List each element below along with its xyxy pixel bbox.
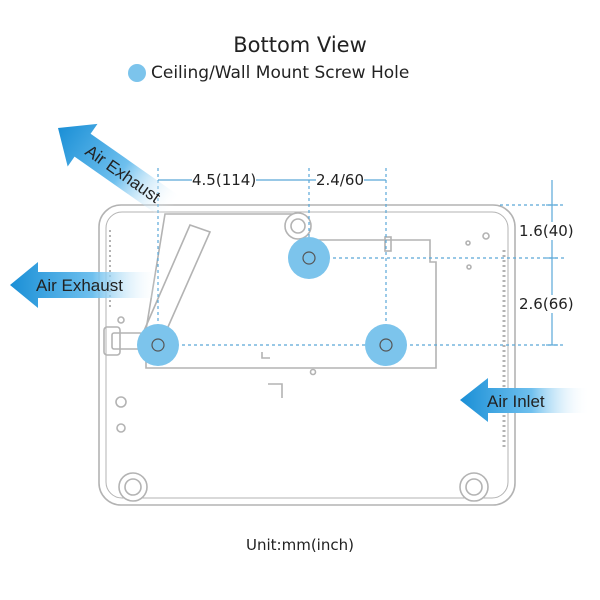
air-exhaust-diagonal-shape <box>58 123 181 220</box>
air-inlet-label: Air Inlet <box>487 392 545 411</box>
legend-label: Ceiling/Wall Mount Screw Hole <box>151 63 410 83</box>
dim-label-horizontal-1: 4.5(114) <box>192 171 257 189</box>
screw-hole-top <box>288 237 330 279</box>
foot-bottom-right-inner <box>465 478 483 496</box>
body-outer-outline <box>98 204 516 506</box>
detail-hole-3 <box>309 368 317 376</box>
air-inlet-arrow: Air Inlet <box>460 378 590 422</box>
unit-label: Unit:mm(inch) <box>246 536 354 554</box>
feet <box>118 212 489 502</box>
screw-hole-left <box>137 324 179 366</box>
detail-hole-1 <box>115 396 127 408</box>
detail-hole-7 <box>117 316 125 324</box>
screw-hole-top-center <box>302 251 316 265</box>
detail-hole-4 <box>482 232 490 240</box>
detail-mark-2 <box>261 352 270 359</box>
connector-block <box>103 326 121 356</box>
screw-hole-legend-icon <box>128 64 146 82</box>
detail-hole-5 <box>465 240 471 246</box>
air-exhaust-left-shape <box>10 262 160 308</box>
screw-hole-right-center <box>379 338 393 352</box>
dim-label-vertical-2: 2.6(66) <box>519 295 574 313</box>
air-exhaust-diagonal-label: Air Exhaust <box>82 141 164 207</box>
screw-holes <box>137 237 407 366</box>
foot-top-inner <box>290 218 306 234</box>
air-exhaust-diagonal-arrow: Air Exhaust <box>58 123 181 220</box>
air-exhaust-left-arrow: Air Exhaust <box>10 262 160 308</box>
page-title: Bottom View <box>233 33 367 57</box>
detail-hole-6 <box>466 264 472 270</box>
detail-hole-2 <box>116 423 126 433</box>
screw-hole-left-center <box>151 338 165 352</box>
dim-label-vertical-1: 1.6(40) <box>519 222 574 240</box>
air-exhaust-left-label: Air Exhaust <box>36 276 123 295</box>
legend: Ceiling/Wall Mount Screw Hole <box>128 63 409 83</box>
screw-hole-right <box>365 324 407 366</box>
detail-mark-1 <box>268 383 283 398</box>
foot-bottom-left-inner <box>124 478 142 496</box>
dim-label-horizontal-2: 2.4/60 <box>316 171 364 189</box>
detail-slot <box>384 236 392 252</box>
air-inlet-shape <box>460 378 590 422</box>
